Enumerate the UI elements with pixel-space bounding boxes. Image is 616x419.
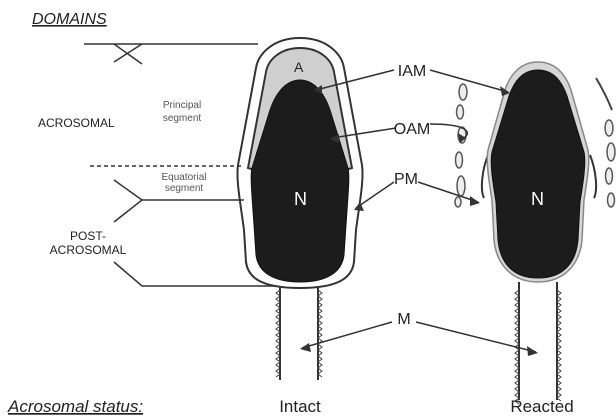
oam-label: OAM	[394, 121, 430, 138]
post-acrosomal-label-1: POST-	[70, 229, 106, 243]
post-acrosomal-label-2: ACROSOMAL	[50, 243, 127, 257]
iam-label: IAM	[398, 63, 426, 80]
intact-midpiece	[276, 282, 322, 380]
nucleus-label-intact: N	[294, 189, 307, 209]
equatorial-segment-label-2: segment	[165, 183, 204, 194]
pm-label: PM	[394, 171, 418, 188]
equatorial-segment-label-1: Equatorial	[161, 172, 206, 183]
acrosomal-label: ACROSOMAL	[38, 116, 115, 130]
acrosome-label: A	[294, 59, 304, 75]
reacted-equatorial-right	[590, 155, 596, 198]
vesicles-left	[455, 84, 467, 207]
principal-segment-label-1: Principal	[163, 100, 201, 111]
vesicles-right	[596, 78, 615, 207]
reacted-midpiece	[515, 282, 561, 404]
acrosomal-status-label: Acrosomal status:	[7, 397, 143, 416]
principal-segment-label-2: segment	[163, 113, 202, 124]
nucleus-label-reacted: N	[531, 189, 544, 209]
domains-title: DOMAINS	[32, 11, 107, 28]
reacted-status-label: Reacted	[510, 397, 573, 416]
intact-status-label: Intact	[279, 397, 321, 416]
m-label: M	[397, 311, 410, 328]
intact-sperm: A N	[237, 38, 362, 380]
